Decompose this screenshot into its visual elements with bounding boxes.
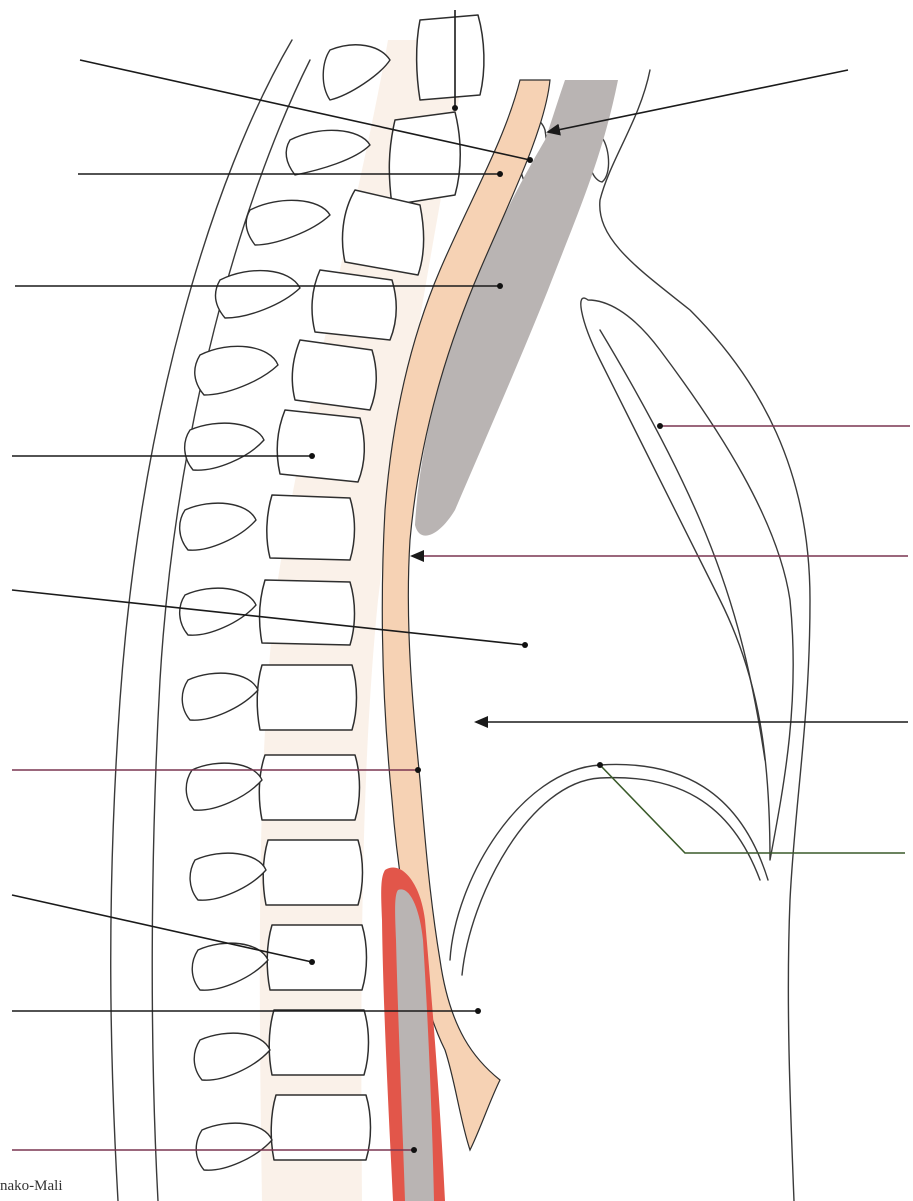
pointer-dot-icon bbox=[522, 642, 528, 648]
leader-lines bbox=[12, 10, 910, 1153]
pointer-dot-icon bbox=[309, 959, 315, 965]
pointer-dot-icon bbox=[452, 105, 458, 111]
diaphragm bbox=[450, 764, 768, 975]
pointer-dot-icon bbox=[657, 423, 663, 429]
vertebra-t7 bbox=[257, 665, 356, 730]
pointer-dot-icon bbox=[415, 767, 421, 773]
pointer-dot-icon bbox=[309, 453, 315, 459]
vertebra-t10 bbox=[267, 925, 366, 990]
vertebra-c2 bbox=[389, 112, 460, 205]
pointer-dot-icon bbox=[597, 762, 603, 768]
vertebra-t4 bbox=[277, 410, 364, 482]
vertebra-t8 bbox=[259, 755, 359, 820]
vertebra-t11 bbox=[269, 1010, 368, 1075]
vertebra-t6 bbox=[260, 580, 355, 645]
pointer-dot-icon bbox=[527, 157, 533, 163]
leader-line-right-diaphragm bbox=[600, 765, 905, 853]
pointer-dot-icon bbox=[411, 1147, 417, 1153]
vertebra-t2 bbox=[312, 270, 396, 340]
pointer-dot-icon bbox=[497, 283, 503, 289]
vertebra-t1 bbox=[342, 190, 423, 275]
pointer-dot-icon bbox=[475, 1008, 481, 1014]
vertebra-c1 bbox=[417, 15, 484, 100]
sternum bbox=[581, 298, 793, 860]
pointer-dot-icon bbox=[497, 171, 503, 177]
vertebra-t3 bbox=[292, 340, 376, 410]
image-credit: nako-Mali bbox=[0, 1178, 62, 1195]
neck-front-outline bbox=[600, 70, 810, 1201]
vertebra-t9 bbox=[263, 840, 362, 905]
vertebra-t5 bbox=[267, 495, 355, 560]
sternum-inner bbox=[600, 330, 765, 760]
